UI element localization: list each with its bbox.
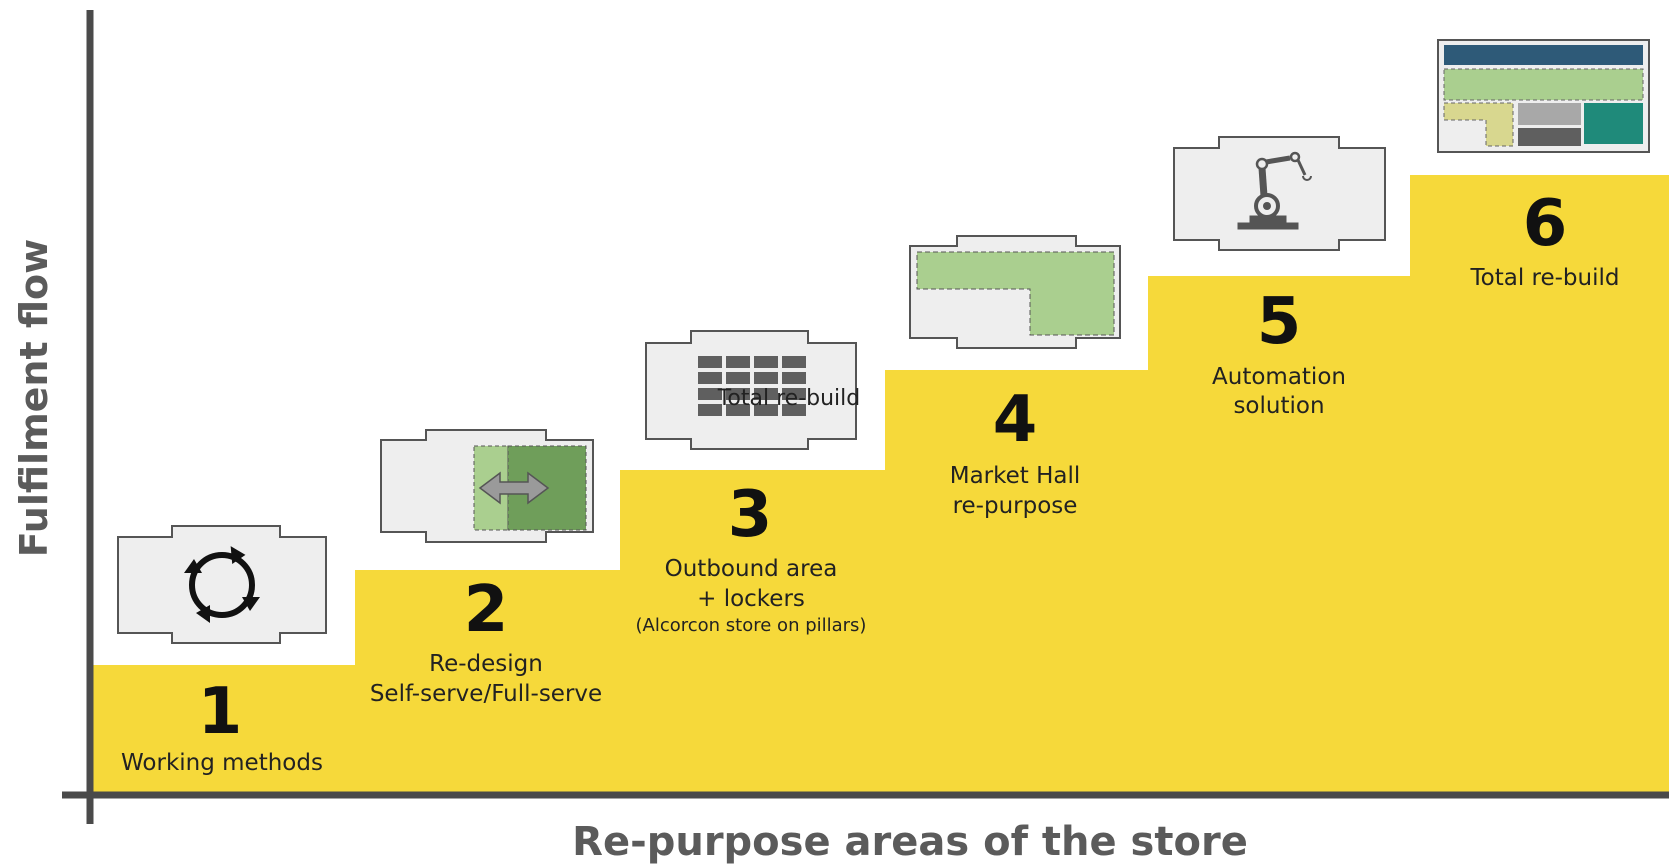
step-5: 5 Automation solution (1173, 136, 1386, 419)
locker-cell (726, 372, 750, 384)
step-6-number: 6 (1523, 187, 1568, 261)
market-hall-zone (916, 251, 1115, 336)
rebuild-floorplan-icon (1437, 39, 1650, 153)
step-6: 6 Total re-build (1437, 39, 1650, 291)
step-2-number: 2 (464, 573, 509, 647)
step-4-label-line2: re-purpose (953, 493, 1078, 519)
locker-cell (698, 388, 722, 400)
step-3-label-line2: + lockers (697, 586, 805, 612)
step-1-number: 1 (198, 675, 243, 749)
locker-cell (726, 388, 750, 400)
locker-cell (754, 356, 778, 368)
step-5-label-line2: solution (1233, 393, 1324, 419)
rotate-cycle-icon (184, 546, 260, 623)
locker-cell (698, 372, 722, 384)
step-2: 2 Re-design Self-serve/Full-serve (370, 429, 602, 707)
locker-grid-icon (698, 356, 806, 416)
step-1: 1 Working methods (117, 525, 327, 776)
step-2-label-line1: Re-design (429, 651, 543, 677)
store-floorplan-5 (1173, 136, 1386, 251)
locker-cell (754, 388, 778, 400)
locker-cell (754, 404, 778, 416)
step-3-label-line1: Outbound area (665, 556, 838, 582)
staircase-area (90, 175, 1669, 793)
store-floorplan-1 (117, 525, 327, 644)
step-2-label-line2: Self-serve/Full-serve (370, 681, 602, 707)
locker-cell (726, 404, 750, 416)
locker-cell (782, 356, 806, 368)
locker-cell (726, 356, 750, 368)
robot-arm-icon (1237, 151, 1312, 230)
locker-cell (698, 356, 722, 368)
step-4-label-line1: Market Hall (950, 463, 1081, 489)
locker-cell (782, 372, 806, 384)
step-3: Total re-build 3 Outbound area + lockers… (636, 330, 867, 636)
x-axis-label: Re-purpose areas of the store (572, 819, 1248, 865)
locker-cell (782, 388, 806, 400)
step-1-label: Working methods (121, 750, 323, 776)
step-3-icon-overlay: Total re-build (717, 386, 861, 411)
step-5-label-line1: Automation (1212, 364, 1346, 390)
step-3-number: 3 (728, 478, 773, 552)
step-3-note: (Alcorcon store on pillars) (636, 615, 867, 636)
y-axis-label: Fulfilment flow (12, 239, 56, 558)
locker-cell (698, 404, 722, 416)
step-4-number: 4 (993, 383, 1038, 457)
locker-cell (782, 404, 806, 416)
swap-arrow-icon (478, 471, 550, 505)
step-6-label: Total re-build (1470, 265, 1620, 291)
step-5-number: 5 (1257, 285, 1302, 359)
locker-cell (754, 372, 778, 384)
step-4: 4 Market Hall re-purpose (909, 235, 1121, 519)
